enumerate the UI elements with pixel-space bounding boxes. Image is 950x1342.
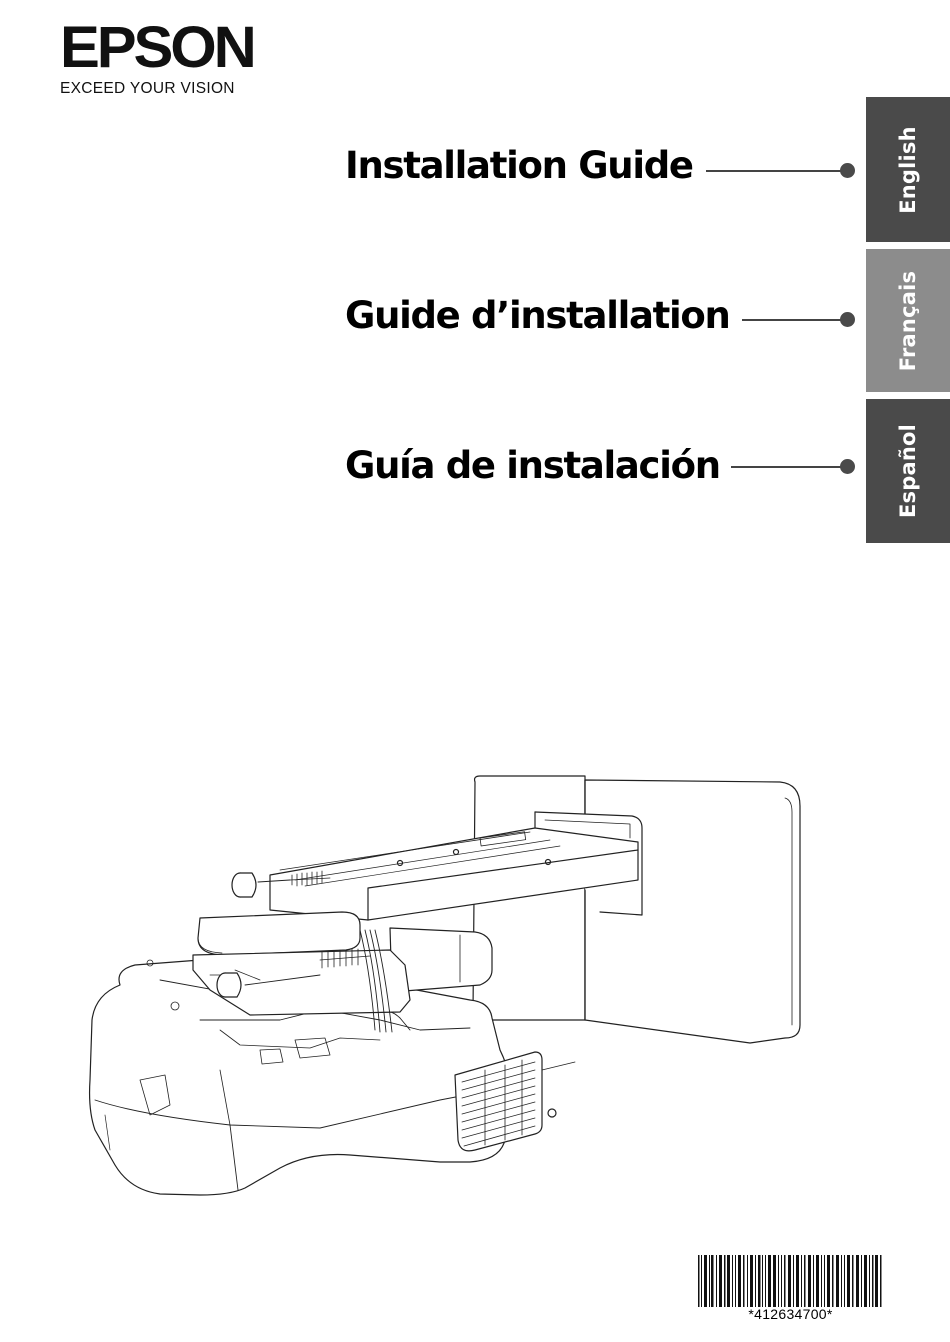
tab-spanish[interactable]: Español: [866, 399, 950, 543]
brand-tagline: EXCEED YOUR VISION: [60, 80, 235, 97]
title-spanish-text: Guía de instalación: [345, 443, 721, 487]
title-french-text: Guide d’installation: [345, 293, 731, 337]
tab-spanish-label: Español: [896, 423, 920, 519]
tab-english-label: English: [896, 125, 921, 214]
brand-name: EPSON: [60, 15, 257, 80]
title-english-text: Installation Guide: [345, 143, 694, 187]
tab-english[interactable]: English: [866, 97, 950, 242]
title-english: Installation Guide: [345, 140, 694, 190]
connector-line-english: [706, 170, 846, 172]
connector-dot-french: [840, 312, 855, 327]
barcode-number: *412634700*: [748, 1306, 833, 1322]
tab-french-label: Français: [896, 270, 920, 371]
connector-dot-english: [840, 163, 855, 178]
connector-line-french: [742, 319, 846, 321]
connector-dot-spanish: [840, 459, 855, 474]
connector-line-spanish: [731, 466, 846, 468]
title-french: Guide d’installation: [345, 290, 731, 340]
epson-logo: EPSON EXCEED YOUR VISION: [60, 19, 280, 98]
barcode-icon: [698, 1255, 882, 1307]
tab-french[interactable]: Français: [866, 249, 950, 392]
projector-wall-mount-icon: [88, 775, 801, 1196]
title-spanish: Guía de instalación: [345, 440, 721, 490]
